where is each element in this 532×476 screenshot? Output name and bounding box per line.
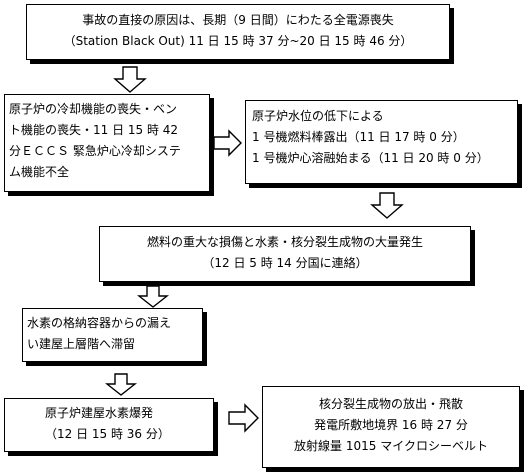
node-text-line: い建屋上層階へ滞留 bbox=[27, 337, 136, 351]
node-text-line: ム機能不全 bbox=[9, 165, 70, 179]
arrow-down-2 bbox=[370, 192, 404, 219]
node-fission-product-release: 核分裂生成物の放出・飛散 発電所敷地境界 16 時 27 分 放射線量 1015… bbox=[262, 386, 520, 468]
node-text-line: （12 日 5 時 14 分国に連絡） bbox=[202, 256, 368, 270]
node-text-line: 発電所敷地境界 16 時 27 分 bbox=[314, 418, 468, 432]
node-text-line: （12 日 15 時 36 分） bbox=[45, 427, 170, 441]
arrow-down-3 bbox=[136, 285, 170, 308]
arrow-down-1 bbox=[113, 66, 147, 93]
node-hydrogen-leak: 水素の格納容器からの漏え い建屋上層階へ滞留 bbox=[22, 308, 203, 362]
node-text-line: 原子炉水位の低下による bbox=[252, 109, 384, 123]
node-text-line: 1 号機燃料棒露出（11 日 17 時 0 分） bbox=[252, 130, 465, 144]
arrow-right-2 bbox=[228, 403, 259, 433]
node-text-line: 事故の直接の原因は、長期（9 日間）にわたる全電源喪失 bbox=[82, 13, 394, 27]
node-building-explosion: 原子炉建屋水素爆発 （12 日 15 時 36 分） bbox=[4, 398, 214, 452]
node-text-line: （Station Black Out) 11 日 15 時 37 分~20 日 … bbox=[63, 34, 413, 48]
node-text-line: 核分裂生成物の放出・飛散 bbox=[318, 397, 463, 411]
node-text-line: 放射線量 1015 マイクロシーベルト bbox=[294, 439, 488, 453]
node-water-level-drop: 原子炉水位の低下による 1 号機燃料棒露出（11 日 17 時 0 分） 1 号… bbox=[245, 100, 518, 184]
node-text-line: 原子炉建屋水素爆発 bbox=[45, 406, 154, 420]
node-fuel-damage: 燃料の重大な損傷と水素・核分裂生成物の大量発生 （12 日 5 時 14 分国に… bbox=[99, 226, 471, 282]
node-text-line: 1 号機炉心溶融始まる（11 日 20 時 0 分） bbox=[252, 151, 489, 165]
node-text-line: 燃料の重大な損傷と水素・核分裂生成物の大量発生 bbox=[146, 235, 423, 249]
arrow-down-4 bbox=[104, 373, 138, 396]
node-text-line: 原子炉の冷却機能の喪失・ベン bbox=[9, 102, 178, 116]
node-text-line: 分ＥＣＣＳ 緊急炉心冷却システ bbox=[9, 144, 181, 158]
arrow-right-1 bbox=[213, 129, 242, 157]
node-cooling-function-loss: 原子炉の冷却機能の喪失・ベン ト機能の喪失・11 日 15 時 42 分ＥＣＣＳ… bbox=[4, 94, 210, 192]
node-text-line: ト機能の喪失・11 日 15 時 42 bbox=[9, 123, 179, 137]
node-text-line: 水素の格納容器からの漏え bbox=[27, 316, 172, 330]
node-total-power-loss: 事故の直接の原因は、長期（9 日間）にわたる全電源喪失 （Station Bla… bbox=[26, 4, 450, 60]
